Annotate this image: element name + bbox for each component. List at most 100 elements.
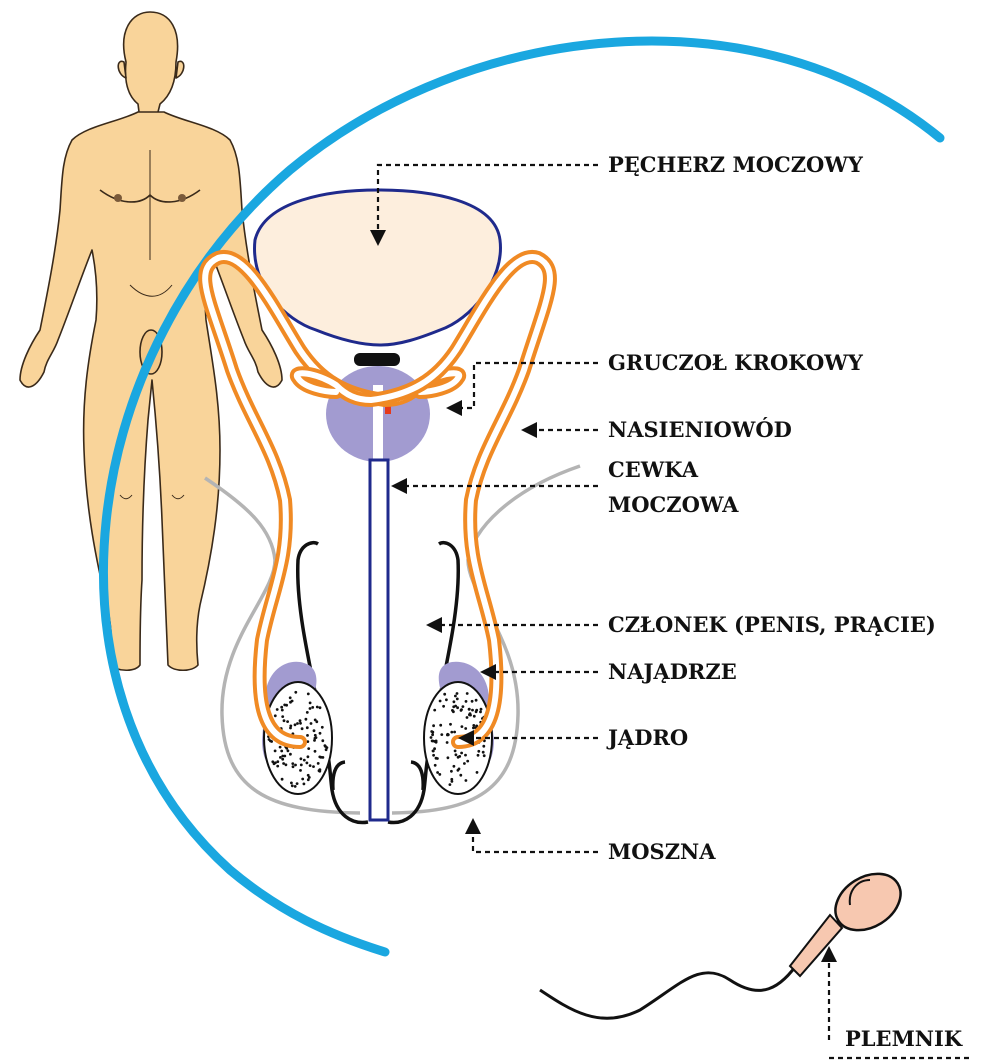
testis-dot [450, 770, 453, 773]
testis-dot [465, 779, 468, 782]
testis-dot [280, 750, 283, 753]
testis-dot [319, 732, 322, 735]
testis-dot [281, 758, 284, 761]
testis-dot [469, 712, 472, 715]
testis-dot [291, 762, 294, 765]
testis-dot [438, 773, 441, 776]
testis-dot [271, 760, 274, 763]
testis-dot [464, 727, 467, 730]
testis-dot [436, 771, 439, 774]
testis-dot [319, 706, 322, 709]
testis-dot [431, 733, 434, 736]
testis-dot [289, 725, 292, 728]
testis-dot [471, 709, 474, 712]
testis-dot [432, 724, 435, 727]
testis-dot [455, 753, 458, 756]
testis-dot [477, 754, 480, 757]
testis-dot [433, 747, 436, 750]
testis-dot [454, 750, 457, 753]
testis-dot [307, 755, 310, 758]
testis-dot [268, 738, 271, 741]
testis-dot [447, 756, 450, 759]
testis-dot [316, 706, 319, 709]
testis-dot [309, 707, 312, 710]
testis-dot [306, 711, 309, 714]
testis-dot [324, 744, 327, 747]
sperm-cell [540, 862, 911, 1018]
testis-dot [311, 706, 314, 709]
testis-dot [301, 727, 304, 730]
testis-dot [305, 718, 308, 721]
testis-dot [433, 709, 436, 712]
testis-dot [309, 702, 312, 705]
testis-dot [482, 745, 485, 748]
testis-dot [300, 757, 303, 760]
testis-dot [276, 708, 279, 711]
testis-dot [286, 720, 289, 723]
testis-dot [276, 760, 279, 763]
testis-dot [479, 711, 482, 714]
testis-dot [431, 731, 434, 734]
bladder-sphincter [354, 353, 400, 366]
testis-dot [318, 756, 321, 759]
testis-dot [307, 774, 310, 777]
label-epididymis: NAJĄDRZE [608, 659, 737, 684]
testis-dot [299, 722, 302, 725]
testis-dot [307, 747, 310, 750]
testis-dot [477, 750, 480, 753]
testis-dot [291, 784, 294, 787]
urinary-bladder [255, 190, 501, 345]
label-urethra-line1: CEWKA [608, 457, 699, 482]
testis-dot [434, 764, 437, 767]
testis-dot [449, 723, 452, 726]
testis-dot [287, 749, 290, 752]
testis-dot [274, 750, 277, 753]
testis-dot [285, 763, 288, 766]
testis-dot [314, 750, 317, 753]
testis-dot [431, 740, 434, 743]
testis-dot [280, 706, 283, 709]
testis-dot [456, 698, 459, 701]
testis-dot [471, 700, 474, 703]
testis-dot [319, 768, 322, 771]
testis-dot [301, 778, 304, 781]
testis-dot [283, 719, 286, 722]
testis-dot [458, 768, 461, 771]
testis-dot [322, 756, 325, 759]
label-scrotum: MOSZNA [608, 839, 716, 864]
testis-dot [451, 709, 454, 712]
label-testis: JĄDRO [606, 725, 688, 750]
testis-dot [456, 706, 459, 709]
testis-dot [306, 734, 309, 737]
testis-dot [460, 752, 463, 755]
testis-dot [281, 715, 284, 718]
testis-dot [274, 714, 277, 717]
testis-dot [306, 726, 309, 729]
testis-dot [312, 765, 315, 768]
testis-dot [294, 723, 297, 726]
testis-dot [294, 691, 297, 694]
testis-dot [468, 708, 471, 711]
testis-dot [466, 716, 469, 719]
label-prostate: GRUCZOŁ KROKOWY [608, 350, 864, 375]
testis-dot [430, 736, 433, 739]
testis-dot [303, 759, 306, 762]
testis-dot [326, 746, 329, 749]
testis-dot [296, 782, 299, 785]
testis-dot [289, 701, 292, 704]
testis-dot [446, 741, 449, 744]
testis-dot [321, 739, 324, 742]
testis-dot [296, 722, 299, 725]
testis-dot [281, 709, 284, 712]
testis-dot [432, 754, 435, 757]
testis-dot [290, 782, 293, 785]
label-sperm: PLEMNIK [845, 1026, 963, 1051]
human-figure [20, 12, 282, 670]
testis-dot [299, 719, 302, 722]
testis-dot [453, 731, 456, 734]
testis-dot [294, 785, 297, 788]
testis-dot [476, 771, 479, 774]
testis-dot [440, 733, 443, 736]
testis-dot [303, 783, 306, 786]
